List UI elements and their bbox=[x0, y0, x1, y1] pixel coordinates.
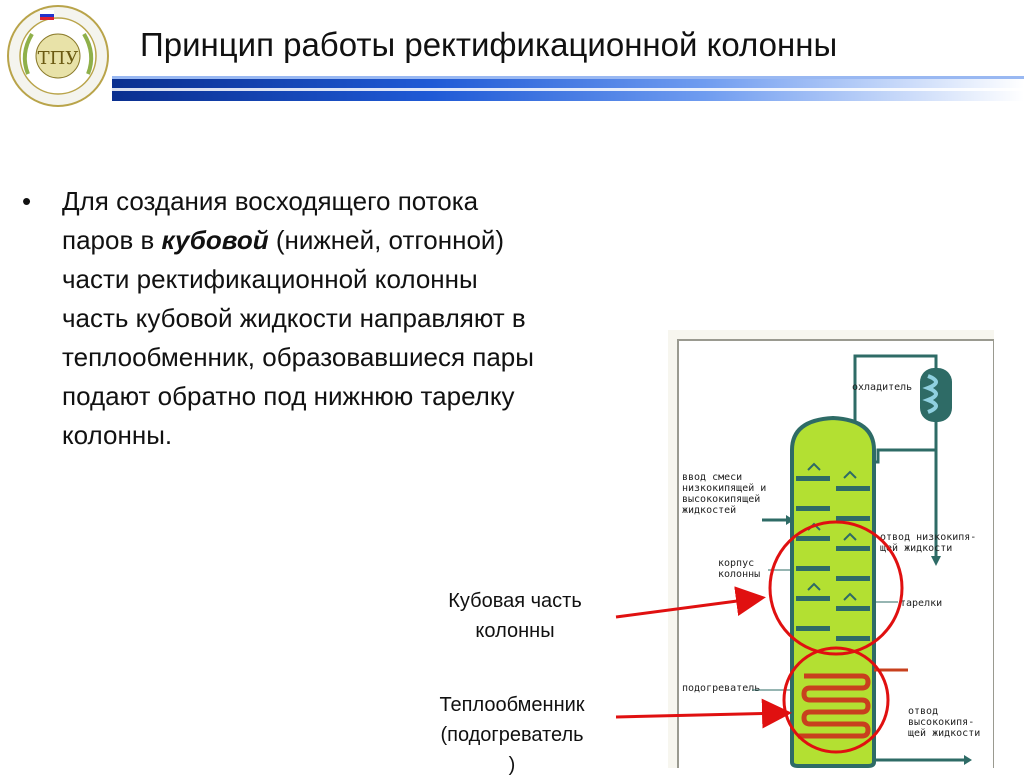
bullet-text-start: Для создания восходящего потока паров в bbox=[62, 186, 479, 255]
label-heater: подогреватель bbox=[682, 683, 760, 694]
label-feed-4: жидкостей bbox=[682, 504, 736, 516]
label-high-boiling-2: высококипя- bbox=[908, 717, 974, 728]
bullet-dot: • bbox=[22, 186, 32, 216]
label-cooler: охладитель bbox=[852, 382, 912, 393]
bullet-text: Для создания восходящего потока паров в … bbox=[62, 182, 682, 455]
label-high-boiling-3: щей жидкости bbox=[908, 727, 980, 739]
label-high-boiling-1: отвод bbox=[908, 706, 938, 717]
label-low-boiling-1: отвод низкокипя- bbox=[880, 532, 976, 543]
label-trays: тарелки bbox=[900, 598, 942, 609]
callout-heat-exchanger-line3: ) bbox=[508, 754, 516, 776]
university-logo: ТПУ bbox=[7, 5, 109, 107]
callout-heat-exchanger-line1: Теплообменник bbox=[439, 694, 585, 716]
label-shell-1: корпус bbox=[718, 558, 754, 569]
callout-bottom-section: Кубовая часть колонны bbox=[420, 586, 610, 646]
logo-monogram: ТПУ bbox=[38, 48, 79, 69]
label-low-boiling-2: щей жидкости bbox=[880, 542, 952, 554]
page-title: Принцип работы ректификационной колонны bbox=[140, 26, 838, 63]
callout-heat-exchanger-line2: (подогреватель bbox=[440, 724, 584, 746]
bullet-text-end: (нижней, отгонной) части ректификационно… bbox=[62, 225, 534, 450]
distillation-column-diagram: охладитель ввод смеси низкокипящей и выс… bbox=[668, 330, 994, 768]
label-shell-2: колонны bbox=[718, 569, 760, 580]
callout-bottom-section-line2: колонны bbox=[475, 620, 555, 642]
label-feed-3: высококипящей bbox=[682, 493, 760, 505]
callout-heat-exchanger: Теплообменник (подогреватель ) bbox=[412, 690, 612, 780]
label-feed-1: ввод смеси bbox=[682, 472, 742, 483]
callout-bottom-section-line1: Кубовая часть bbox=[448, 590, 582, 612]
title-underline-bar bbox=[112, 76, 1024, 101]
label-feed-2: низкокипящей и bbox=[682, 482, 766, 494]
bullet-emphasis: кубовой bbox=[161, 225, 269, 255]
vapor-line bbox=[853, 354, 938, 448]
